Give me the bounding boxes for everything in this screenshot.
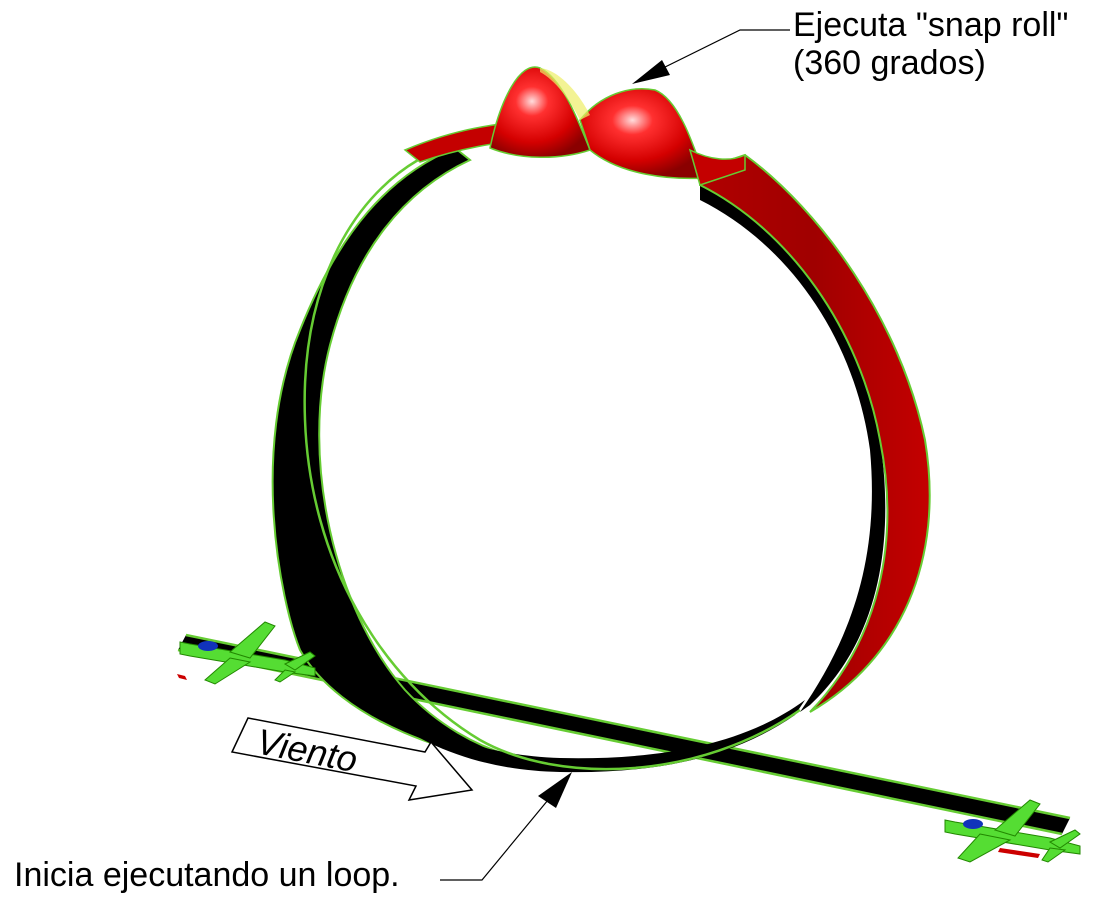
loop-start-callout: Inicia ejecutando un loop. <box>14 856 400 894</box>
wind-label: Viento <box>253 721 360 781</box>
snap-roll-arrow <box>632 29 790 84</box>
snap-roll-callout-line1: Ejecuta "snap roll" <box>793 6 1069 44</box>
airplane-icon <box>177 621 316 685</box>
snap-roll-callout-line2: (360 grados) <box>793 44 986 82</box>
snap-roll-callout: Ejecuta "snap roll" (360 grados) <box>793 6 1069 82</box>
loop-start-arrow <box>440 772 572 881</box>
airplane-icon <box>944 799 1081 863</box>
loop-ribbon <box>271 121 931 773</box>
snap-roll-bumps <box>489 66 746 186</box>
